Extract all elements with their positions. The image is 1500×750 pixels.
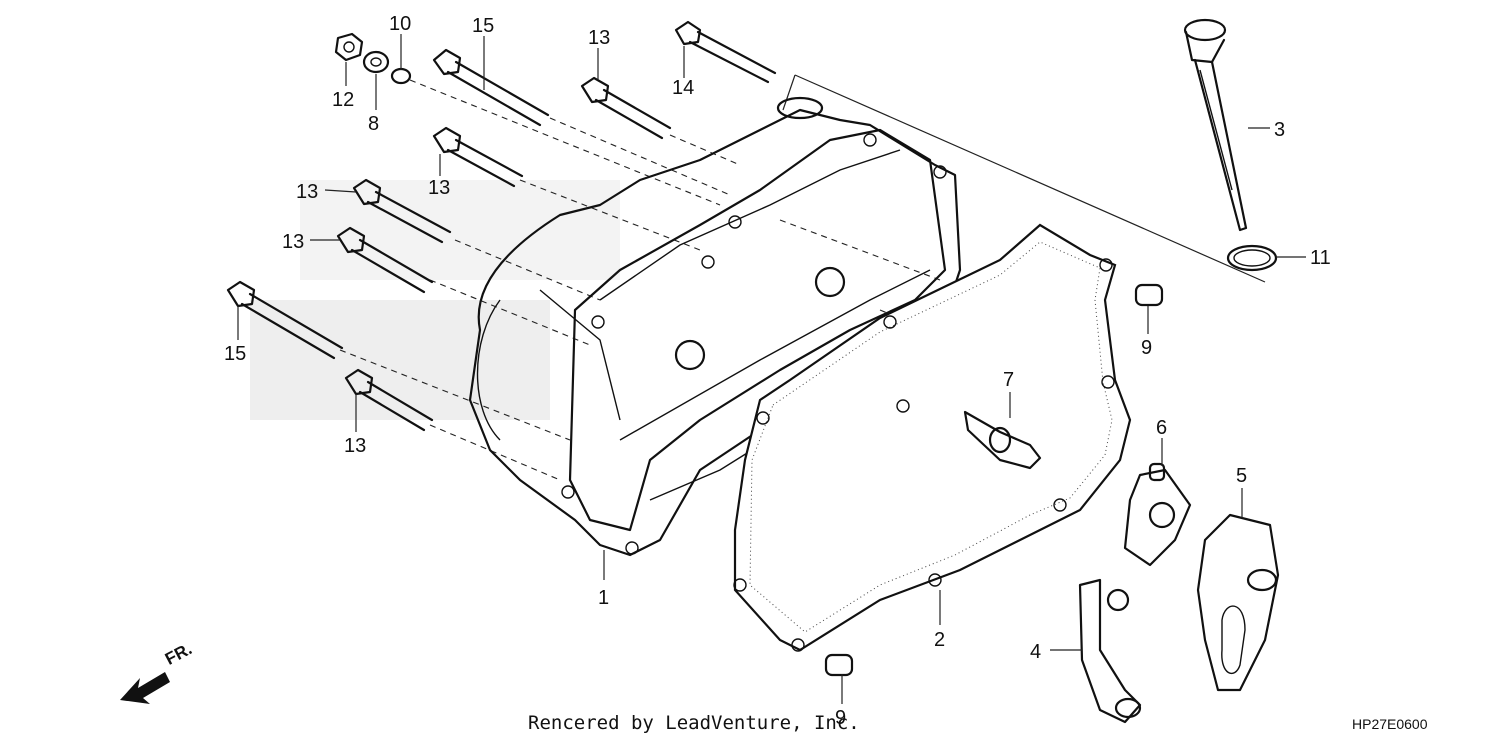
callout-9-upper: 9 [1141,337,1152,359]
callout-3: 3 [1274,119,1285,141]
callout-7: 7 [1003,369,1014,391]
render-credit: Rencered by LeadVenture, Inc. [528,712,860,734]
callout-2: 2 [934,629,945,651]
cam-plate [1196,513,1280,692]
callout-14: 14 [672,77,694,99]
o-ring [1226,244,1278,272]
crankcase-cover [468,96,962,557]
callout-10: 10 [389,13,411,35]
diagram-code: HP27E0600 [1352,716,1428,732]
washer-10 [390,67,412,85]
callout-13-mid: 13 [428,177,450,199]
callout-13-top: 13 [588,27,610,49]
callout-15-left: 15 [224,343,246,365]
callout-labels: 12 8 10 15 13 14 13 13 13 15 13 1 2 3 11… [224,13,1331,729]
leader-lines [237,34,1306,704]
callout-13-bottom: 13 [344,435,366,457]
callout-8: 8 [368,113,379,135]
callout-12: 12 [332,89,354,111]
dowel-pin-upper [1134,283,1164,307]
callout-1: 1 [598,587,609,609]
oil-dipstick [1183,18,1248,232]
cover-gasket [733,223,1132,652]
callout-15-top: 15 [472,15,494,37]
brand-watermark [250,180,620,420]
callout-13-left: 13 [282,231,304,253]
nut-12 [334,32,364,62]
callout-11: 11 [1310,247,1331,269]
washer-8 [362,50,390,74]
o-ring-inner [1233,249,1271,267]
callout-6: 6 [1156,417,1167,439]
callout-9-lower: 9 [835,707,846,729]
shift-arm [1078,578,1142,724]
kick-shaft [963,410,1042,470]
bolts [226,20,777,432]
guide-plate [1123,462,1192,567]
callout-4: 4 [1030,641,1041,663]
front-direction-arrow-icon [120,672,170,704]
callout-5: 5 [1236,465,1247,487]
dowel-pin-lower [824,653,854,677]
callout-13-left-upper: 13 [296,181,318,203]
